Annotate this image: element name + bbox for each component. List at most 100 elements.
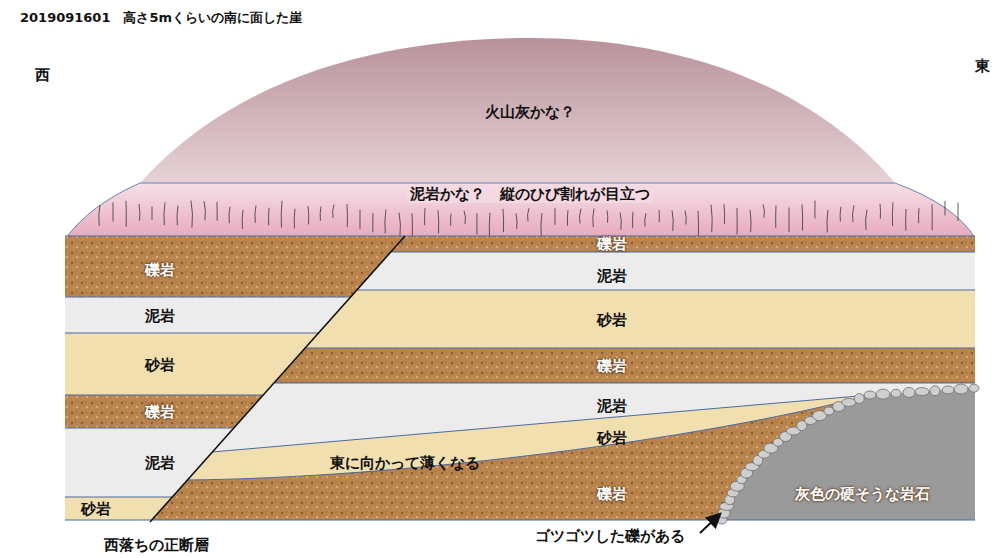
crack-stroke <box>593 209 594 227</box>
layer-label: 火山灰かな？ <box>485 103 575 121</box>
crack-stroke <box>789 208 790 233</box>
crack-stroke <box>516 213 517 229</box>
crack-stroke <box>567 210 569 226</box>
crack-stroke <box>268 208 269 226</box>
crack-stroke <box>607 210 609 222</box>
crack-stroke <box>476 213 477 234</box>
boulder <box>842 398 856 406</box>
crack-stroke <box>139 204 141 221</box>
crack-stroke <box>412 213 413 236</box>
crack-stroke <box>242 210 244 229</box>
crack-stroke <box>255 205 256 222</box>
crack-stroke <box>711 205 712 232</box>
crack-stroke <box>333 205 334 218</box>
direction-label: 西 <box>35 66 50 84</box>
crack-stroke <box>294 209 296 229</box>
crack-stroke <box>905 209 906 231</box>
crack-stroke <box>840 207 842 222</box>
crack-stroke <box>126 201 127 227</box>
crack-stroke <box>320 207 322 221</box>
boulder <box>864 391 876 399</box>
layer-label: 礫岩 <box>597 485 627 503</box>
crack-stroke <box>645 213 646 226</box>
crack-stroke <box>554 208 555 224</box>
boulder <box>942 386 954 394</box>
crack-stroke <box>659 210 660 222</box>
crack-stroke <box>737 208 738 235</box>
crack-stroke <box>151 207 152 220</box>
crack-stroke <box>385 209 386 233</box>
crack-stroke <box>503 209 505 232</box>
crack-stroke <box>685 211 686 225</box>
crack-stroke <box>750 210 751 232</box>
note-label: 東に向かって薄くなる <box>330 454 480 472</box>
crack-stroke <box>464 211 466 224</box>
note-label: ゴツゴツした礫がある <box>535 527 685 545</box>
crack-stroke <box>814 201 815 219</box>
crack-stroke <box>541 213 542 236</box>
boulder <box>903 387 915 397</box>
boulder <box>930 386 940 396</box>
direction-label: 東 <box>975 57 990 75</box>
crack-stroke <box>438 210 440 233</box>
boulder <box>891 389 901 397</box>
layer-label: 砂岩 <box>597 429 627 447</box>
crack-stroke <box>802 204 804 230</box>
crack-stroke <box>944 201 945 216</box>
boulder <box>954 384 968 394</box>
crack-stroke <box>698 211 700 236</box>
crack-stroke <box>763 204 764 217</box>
boulder <box>854 394 864 404</box>
crack-stroke <box>450 214 451 226</box>
figure-title: 2019091601 高さ5mくらいの南に面した崖 <box>20 9 302 27</box>
crack-stroke <box>372 213 373 232</box>
boulder <box>915 388 929 396</box>
layer-label: 砂岩 <box>81 500 111 518</box>
rock-label: 灰色の硬そうな岩石 <box>795 485 930 503</box>
layer-label: 泥岩 <box>597 397 627 415</box>
layer-label: 礫岩 <box>597 235 627 253</box>
crack-stroke <box>866 210 867 230</box>
crack-stroke <box>880 204 881 219</box>
crack-stroke <box>672 210 673 231</box>
crack-stroke <box>489 213 491 236</box>
layer-label: 泥岩 <box>145 307 175 325</box>
crack-stroke <box>579 209 581 224</box>
crack-stroke <box>853 205 854 222</box>
crack-stroke <box>775 206 776 228</box>
crack-stroke <box>347 204 348 227</box>
layer-label: 泥岩 <box>145 454 175 472</box>
crack-stroke <box>164 202 165 225</box>
crack-stroke <box>281 201 283 228</box>
crack-stroke <box>892 202 894 226</box>
layer-label: 泥岩かな？ 縦のひび割れが目立つ <box>407 185 653 203</box>
crack-stroke <box>620 212 621 229</box>
crack-stroke <box>528 208 529 221</box>
layer-label: 礫岩 <box>597 357 627 375</box>
layer-label: 礫岩 <box>145 261 175 279</box>
crack-stroke <box>177 206 178 226</box>
crack-stroke <box>99 205 100 226</box>
boulder <box>969 384 979 392</box>
crack-stroke <box>958 203 959 221</box>
crack-stroke <box>308 206 310 224</box>
boulder <box>876 389 890 399</box>
crack-stroke <box>724 204 726 224</box>
crack-stroke <box>424 208 425 225</box>
crack-stroke <box>827 210 828 233</box>
boulder <box>824 407 834 415</box>
layer-label: 砂岩 <box>145 356 175 374</box>
crack-stroke <box>932 204 933 230</box>
layer-label: 砂岩 <box>597 311 627 329</box>
crack-stroke <box>229 207 230 223</box>
fault-label: 西落ちの正断層 <box>104 536 209 554</box>
crack-stroke <box>632 212 633 228</box>
crack-stroke <box>191 201 192 228</box>
crack-stroke <box>359 210 360 229</box>
crack-stroke <box>918 208 919 223</box>
layer-label: 泥岩 <box>597 267 627 285</box>
crack-stroke <box>204 201 205 220</box>
layer-label: 礫岩 <box>145 403 175 421</box>
